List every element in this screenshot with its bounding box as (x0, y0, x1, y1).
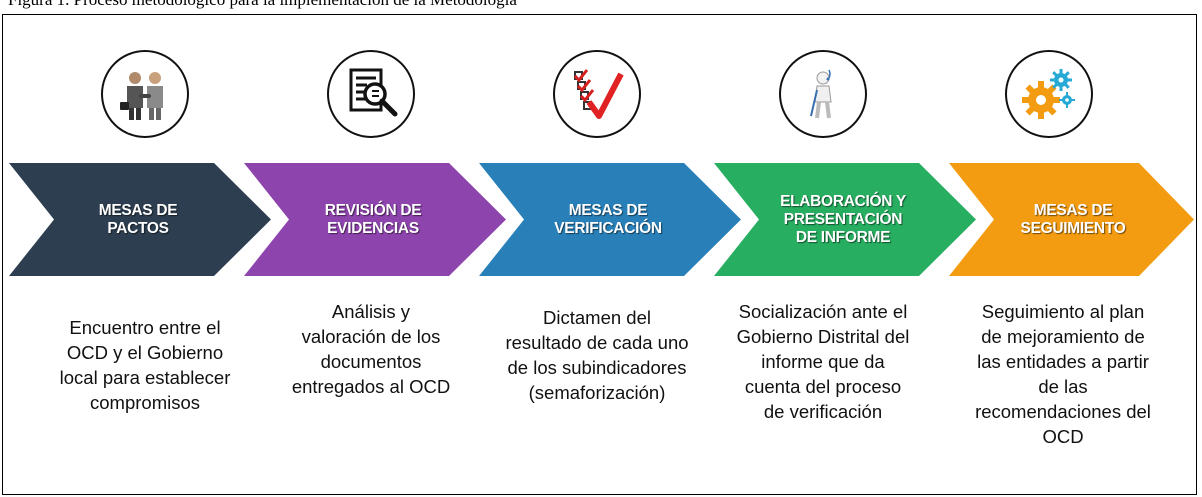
document-magnifier-icon (327, 50, 415, 138)
step-1-shape (9, 163, 271, 276)
step-2-shape (244, 163, 506, 276)
figure-caption: Figura 1. Proceso metodológico para la i… (8, 0, 1198, 9)
step-3-shape (479, 163, 741, 276)
step-3-title: MESAS DE VERIFICACIÓN (554, 201, 662, 237)
step-5-title: MESAS DE SEGUIMIENTO (1020, 201, 1126, 237)
step-2-description: Análisis y valoración de los documentos … (291, 301, 451, 397)
step-1-chevron: MESAS DE PACTOS (9, 163, 271, 276)
step-4-chevron: ELABORACIÓN Y PRESENTACIÓN DE INFORME (714, 163, 976, 276)
step-5-shape (949, 163, 1194, 276)
step-3-chevron: MESAS DE VERIFICACIÓN (479, 163, 741, 276)
step-4-description: Socialización ante el Gobierno Distrital… (736, 301, 910, 422)
diagram-frame: MESAS DE PACTOS REVISIÓN DE EVIDENCIAS M… (2, 14, 1197, 495)
step-4-shape (714, 163, 976, 276)
handshake-icon (101, 50, 189, 138)
step-3-description: Dictamen del resultado de cada uno de lo… (505, 307, 689, 403)
step-5-description: Seguimiento al plan de mejoramiento de l… (975, 301, 1151, 447)
presenter-icon (779, 50, 867, 138)
gears-icon (1005, 50, 1093, 138)
step-4-title: ELABORACIÓN Y PRESENTACIÓN DE INFORME (780, 192, 906, 246)
step-5-chevron: MESAS DE SEGUIMIENTO (949, 163, 1194, 276)
step-2-title: REVISIÓN DE EVIDENCIAS (324, 201, 422, 237)
step-2-chevron: REVISIÓN DE EVIDENCIAS (244, 163, 506, 276)
step-1-description: Encuentro entre el OCD y el Gobierno loc… (59, 317, 231, 413)
checklist-icon (553, 50, 641, 138)
step-1-title: MESAS DE PACTOS (98, 201, 178, 237)
